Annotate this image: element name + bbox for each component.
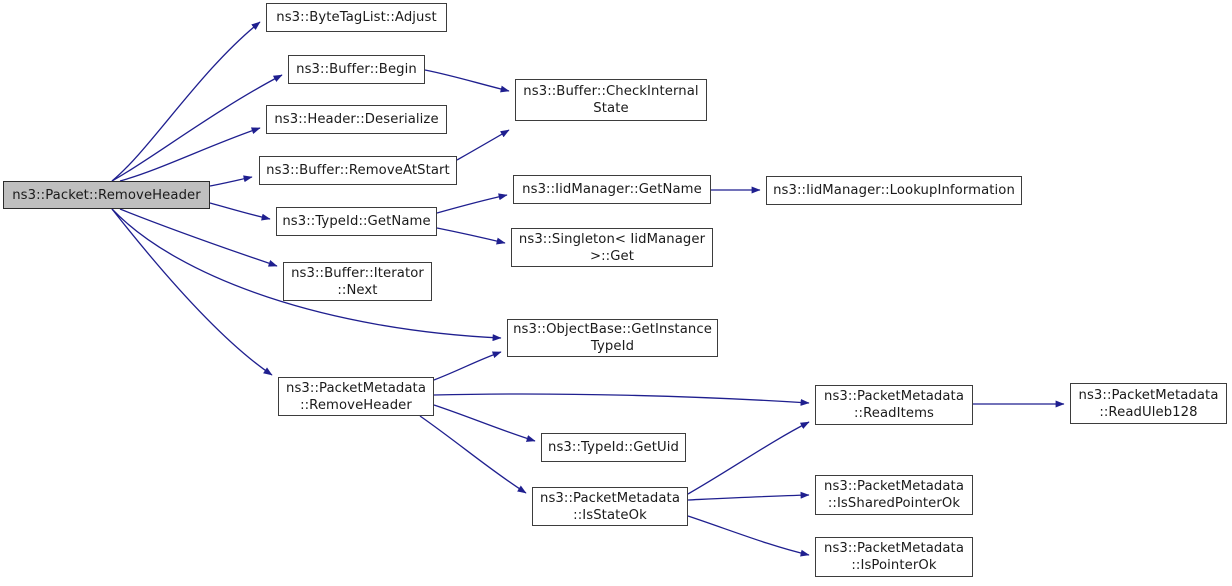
edge-packetmetadata-removeheader-to-typeid-getuid: [433, 404, 536, 442]
edge-buffer-begin-to-buffer-checkinternalstate: [424, 69, 510, 93]
graph-node-packetmetadata-issharedpointerok[interactable]: ns3::PacketMetadata ::IsSharedPointerOk: [815, 475, 973, 515]
graph-node-buffer-iterator-next[interactable]: ns3::Buffer::Iterator ::Next: [283, 262, 432, 301]
graph-node-buffer-begin[interactable]: ns3::Buffer::Begin: [288, 55, 425, 84]
graph-node-singleton-iidmanager-get[interactable]: ns3::Singleton< IidManager >::Get: [511, 228, 713, 267]
edge-packetmetadata-isstateok-to-packetmetadata-ispointerok: [687, 515, 810, 557]
edge-packetmetadata-removeheader-to-packetmetadata-isstateok: [419, 415, 527, 494]
graph-node-buffer-removeatstart[interactable]: ns3::Buffer::RemoveAtStart: [259, 156, 457, 185]
edge-typeid-getname-to-singleton-iidmanager-get: [436, 227, 506, 245]
graph-node-header-deserialize[interactable]: ns3::Header::Deserialize: [266, 105, 447, 134]
edge-packet-removeheader-to-bytetaglist-adjust: [111, 21, 261, 182]
graph-node-objectbase-getinstancetypeid[interactable]: ns3::ObjectBase::GetInstance TypeId: [507, 319, 718, 357]
edge-packetmetadata-removeheader-to-objectbase-getinstancetypeid: [433, 351, 502, 381]
graph-node-packet-removeheader[interactable]: ns3::Packet::RemoveHeader: [3, 181, 210, 209]
edge-packetmetadata-isstateok-to-packetmetadata-issharedpointerok: [687, 491, 810, 501]
graph-node-typeid-getuid[interactable]: ns3::TypeId::GetUid: [541, 433, 686, 462]
graph-node-iidmanager-lookupinformation[interactable]: ns3::IidManager::LookupInformation: [766, 176, 1022, 205]
graph-node-typeid-getname[interactable]: ns3::TypeId::GetName: [276, 207, 437, 236]
graph-node-packetmetadata-readuleb128[interactable]: ns3::PacketMetadata ::ReadUleb128: [1070, 383, 1227, 424]
edge-packet-removeheader-to-packetmetadata-removeheader: [111, 208, 273, 376]
graph-node-packetmetadata-isstateok[interactable]: ns3::PacketMetadata ::IsStateOk: [532, 487, 688, 526]
graph-node-packetmetadata-removeheader[interactable]: ns3::PacketMetadata ::RemoveHeader: [278, 377, 434, 416]
edge-packet-removeheader-to-buffer-removeatstart: [209, 175, 253, 187]
edge-packet-removeheader-to-buffer-begin: [111, 74, 283, 182]
edge-packet-removeheader-to-header-deserialize: [119, 127, 261, 182]
edge-packetmetadata-removeheader-to-packetmetadata-readitems: [433, 393, 810, 406]
graph-node-buffer-checkinternalstate[interactable]: ns3::Buffer::CheckInternal State: [515, 79, 707, 121]
edge-packet-removeheader-to-typeid-getname: [209, 202, 271, 221]
edge-typeid-getname-to-iidmanager-getname: [436, 193, 508, 214]
edge-packet-removeheader-to-buffer-iterator-next: [119, 208, 278, 267]
graph-node-iidmanager-getname[interactable]: ns3::IidManager::GetName: [513, 175, 711, 204]
edge-packetmetadata-isstateok-to-packetmetadata-readitems: [687, 421, 810, 495]
graph-node-packetmetadata-ispointerok[interactable]: ns3::PacketMetadata ::IsPointerOk: [815, 537, 973, 577]
edge-buffer-removeatstart-to-buffer-checkinternalstate: [456, 129, 510, 161]
graph-node-bytetaglist-adjust[interactable]: ns3::ByteTagList::Adjust: [266, 3, 447, 32]
graph-node-packetmetadata-readitems[interactable]: ns3::PacketMetadata ::ReadItems: [815, 385, 973, 425]
